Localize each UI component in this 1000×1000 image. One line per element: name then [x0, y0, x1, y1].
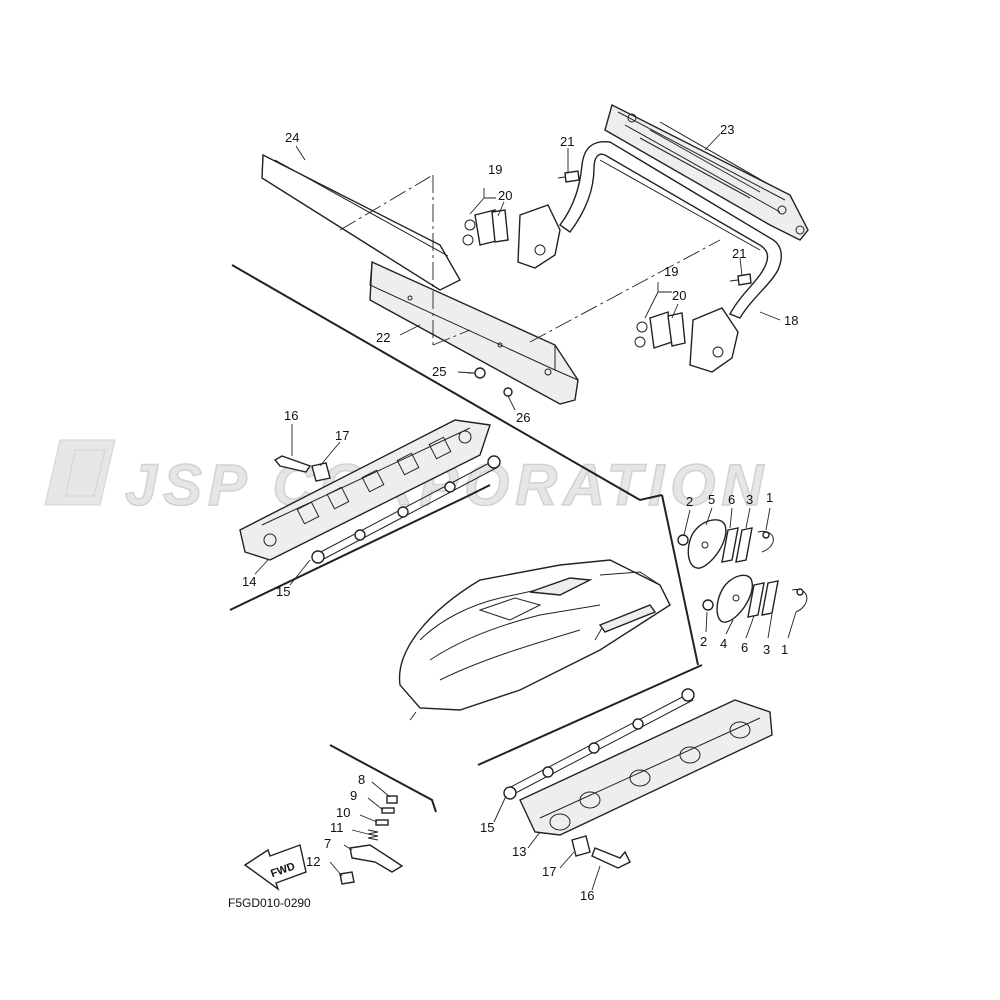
callout-2-upper: 2 [686, 494, 693, 509]
group-divider-bottom [329, 744, 437, 813]
part-3-plate-upper [735, 527, 753, 563]
callout-9: 9 [350, 788, 357, 803]
part-8-cap [386, 795, 398, 804]
callout-3-lower: 3 [763, 642, 770, 657]
part-17-collar-upper [311, 462, 331, 482]
part-2-nut-lower [702, 599, 714, 611]
callout-8: 8 [358, 772, 365, 787]
callout-16-lower: 16 [580, 888, 594, 903]
callout-22: 22 [376, 330, 390, 345]
callout-13: 13 [512, 844, 526, 859]
callout-7: 7 [324, 836, 331, 851]
callout-5: 5 [708, 492, 715, 507]
callout-17-upper: 17 [335, 428, 349, 443]
callout-4: 4 [720, 636, 727, 651]
callout-20-upper: 20 [498, 188, 512, 203]
callout-12: 12 [306, 854, 320, 869]
bracket-mount-lower [689, 307, 739, 373]
part-20-plate-lower [667, 312, 686, 347]
part-16-bolt-lower [591, 847, 631, 869]
callout-26: 26 [516, 410, 530, 425]
part-17-collar-lower [571, 835, 591, 857]
callout-11: 11 [330, 820, 344, 835]
callouts: 24 21 23 19 20 19 20 21 18 22 25 26 16 1… [242, 122, 798, 903]
callout-1-lower: 1 [781, 642, 788, 657]
alignment-line-2 [339, 174, 434, 231]
watermark-logo [44, 439, 116, 506]
callout-23: 23 [720, 122, 734, 137]
callout-3-upper: 3 [746, 492, 753, 507]
part-16-bolt-upper [273, 455, 312, 473]
part-5-cover-plate [687, 519, 727, 569]
callout-19-upper: 19 [488, 162, 502, 177]
part-18-handle [559, 141, 782, 319]
fwd-arrow: FWD [243, 844, 307, 891]
callout-15-upper: 15 [276, 584, 290, 599]
part-19-bracket-lower [634, 311, 673, 349]
part-12-screw [339, 871, 355, 885]
callout-16-upper: 16 [284, 408, 298, 423]
callout-1-upper: 1 [766, 490, 773, 505]
part-11-spring [367, 829, 379, 841]
alignment-line-4 [432, 329, 471, 346]
callout-6-upper: 6 [728, 492, 735, 507]
group-divider-top [231, 264, 663, 502]
part-13-rail-right [519, 699, 773, 836]
part-6-gasket-upper [721, 527, 739, 563]
bracket-mount-upper [517, 204, 561, 269]
diagram-code: F5GD010-0290 [228, 896, 311, 910]
part-6-gasket-lower [747, 582, 765, 618]
callout-21-upper: 21 [560, 134, 574, 149]
group-divider-right [661, 494, 699, 666]
leader-lines [254, 133, 797, 891]
part-22-bar [369, 260, 579, 405]
part-14-rail-left [239, 419, 491, 561]
callout-6-lower: 6 [741, 640, 748, 655]
part-9-washer [381, 807, 395, 814]
callout-18: 18 [784, 313, 798, 328]
part-21-bolt-lower [729, 273, 752, 286]
part-1-ubolt-upper [757, 530, 774, 553]
part-10-washer [375, 819, 389, 826]
part-24-cover [261, 153, 461, 291]
part-15-rod-right [503, 688, 695, 800]
part-2-nut-upper [677, 534, 689, 546]
callout-17-lower: 17 [542, 864, 556, 879]
part-21-bolt-upper [557, 170, 580, 183]
callout-24: 24 [285, 130, 299, 145]
callout-25: 25 [432, 364, 446, 379]
part-3-plate-lower [761, 580, 779, 616]
alignment-line-3 [529, 239, 721, 343]
callout-20-lower: 20 [672, 288, 686, 303]
part-1-ubolt-lower [791, 588, 808, 613]
part-23-grip [604, 103, 809, 241]
part-15-rod-left [311, 455, 501, 564]
part-26-nut [503, 387, 513, 397]
callout-19-lower: 19 [664, 264, 678, 279]
watercraft [398, 559, 671, 711]
callout-10: 10 [336, 805, 350, 820]
part-20-plate-upper [491, 209, 509, 243]
callout-14: 14 [242, 574, 256, 589]
group-divider-lower [477, 664, 703, 766]
part-7-hook [349, 844, 404, 873]
group-divider-mid [229, 484, 491, 611]
part-4-cover-plate [716, 574, 753, 623]
callout-2-lower: 2 [700, 634, 707, 649]
callout-21-lower: 21 [732, 246, 746, 261]
callout-15-lower: 15 [480, 820, 494, 835]
